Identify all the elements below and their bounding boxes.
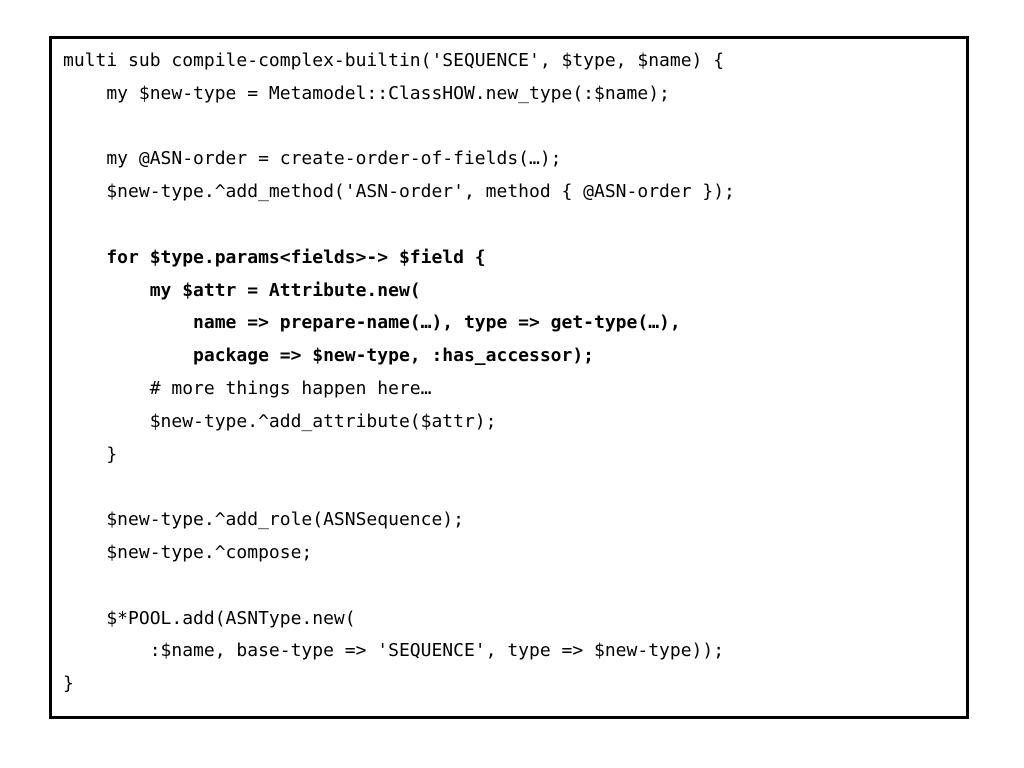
code-line: $*POOL.add(ASNType.new( (63, 607, 356, 629)
code-box: multi sub compile-complex-builtin('SEQUE… (49, 36, 969, 719)
code-line: $new-type.^add_method('ASN-order', metho… (63, 181, 735, 203)
code-line (63, 209, 735, 242)
code-line: } (63, 443, 118, 465)
code-line: my $new-type = Metamodel::ClassHOW.new_t… (63, 82, 670, 104)
code-line: my $attr = Attribute.new( (63, 279, 421, 301)
code-line: name => prepare-name(…), type => get-typ… (63, 312, 681, 334)
code-line: $new-type.^add_attribute($attr); (63, 410, 497, 432)
code-line: # more things happen here… (63, 377, 432, 399)
code-line: $new-type.^compose; (63, 541, 313, 563)
code-line: for $type.params<fields>-> $field { (63, 246, 486, 268)
code-line: multi sub compile-complex-builtin('SEQUE… (63, 50, 725, 71)
code-line: my @ASN-order = create-order-of-fields(…… (63, 148, 562, 170)
code-line: :$name, base-type => 'SEQUENCE', type =>… (63, 640, 725, 662)
code-line (63, 111, 735, 144)
code-line (63, 570, 735, 603)
code-block: multi sub compile-complex-builtin('SEQUE… (63, 45, 735, 701)
code-line: } (63, 673, 74, 695)
code-line: package => $new-type, :has_accessor); (63, 345, 595, 367)
code-line: $new-type.^add_role(ASNSequence); (63, 509, 464, 531)
code-line (63, 471, 735, 504)
